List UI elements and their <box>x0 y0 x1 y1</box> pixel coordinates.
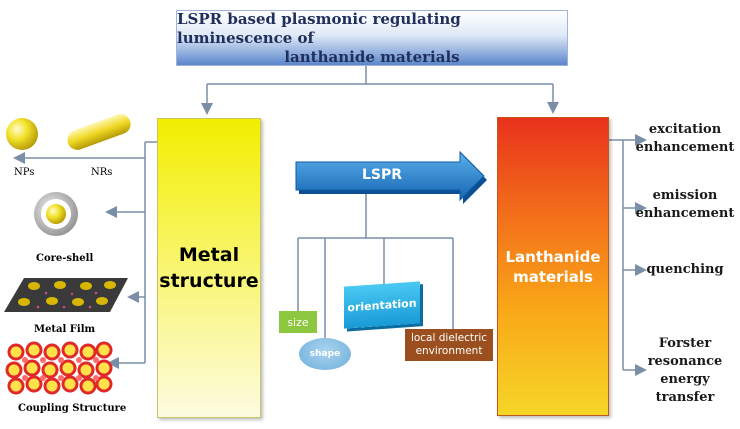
metal-film-icon <box>4 278 128 312</box>
lspr-arrow-shape <box>295 150 487 204</box>
core-shell-icon <box>34 192 78 236</box>
orientation-box: orientation <box>344 281 420 329</box>
metal-film-label: Metal Film <box>34 324 96 335</box>
local-line-1: local dielectric <box>410 332 488 344</box>
coupling-structure-icon <box>5 341 113 395</box>
lanthanide-line-2: materials <box>513 267 593 286</box>
forster-line-4: transfer <box>655 390 715 405</box>
nanoparticle-icon <box>6 118 38 150</box>
lanthanide-materials-box: Lanthanide materials <box>497 117 609 416</box>
nanorod-icon <box>67 114 131 150</box>
forster-line-1: Forster <box>658 336 712 351</box>
emission-line-1: emission <box>652 188 718 203</box>
forster-line-3: energy <box>660 372 710 387</box>
title-line-2: lanthanide materials <box>284 47 460 66</box>
local-line-2: environment <box>415 345 483 357</box>
excitation-enhancement-label: excitation enhancement <box>633 121 737 157</box>
orientation-label: orientation <box>347 296 417 314</box>
metal-line-2: structure <box>159 270 259 292</box>
shape-ellipse: shape <box>299 338 351 370</box>
quenching-text: quenching <box>646 262 724 277</box>
quenching-label: quenching <box>633 261 737 279</box>
core-shell-label: Core-shell <box>36 253 94 264</box>
size-label: size <box>287 315 309 329</box>
excitation-line-2: enhancement <box>635 140 735 155</box>
metal-line-1: Metal <box>178 244 240 266</box>
coupling-structure-label: Coupling Structure <box>18 403 127 414</box>
local-dielectric-box: local dielectric environment <box>405 329 493 361</box>
nrs-label: NRs <box>91 167 113 178</box>
forster-transfer-label: Forster resonance energy transfer <box>633 335 737 407</box>
emission-line-2: enhancement <box>635 206 735 221</box>
lspr-label: LSPR <box>362 167 403 183</box>
lanthanide-line-1: Lanthanide <box>505 247 601 266</box>
title-line-1: LSPR based plasmonic regulating luminesc… <box>177 9 461 47</box>
excitation-line-1: excitation <box>648 122 722 137</box>
diagram-title: LSPR based plasmonic regulating luminesc… <box>176 10 568 66</box>
metal-structure-box: Metal structure <box>157 118 261 418</box>
nps-label: NPs <box>14 167 35 178</box>
size-box: size <box>279 311 317 333</box>
emission-enhancement-label: emission enhancement <box>633 187 737 223</box>
forster-line-2: resonance <box>647 354 723 369</box>
shape-label: shape <box>309 349 341 359</box>
